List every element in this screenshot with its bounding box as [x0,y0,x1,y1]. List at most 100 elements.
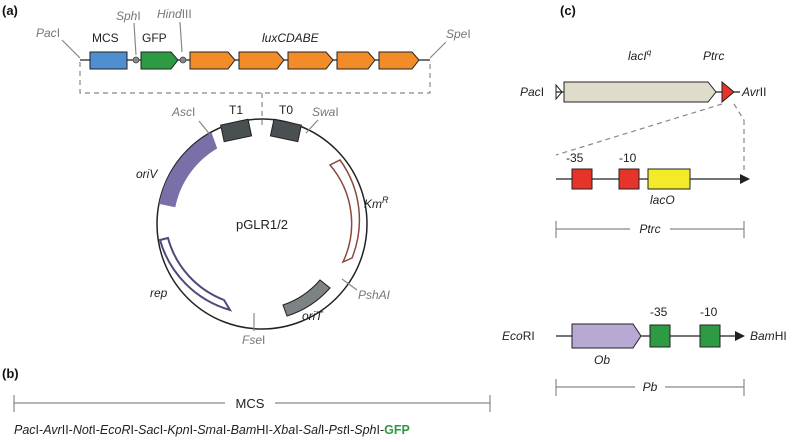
mcs-site-11-italic: Sph [354,423,376,437]
lux-label: luxCDABE [262,31,320,45]
ptrc-top-label: Ptrc [703,49,724,63]
mcs-site-0-suffix: I- [36,423,44,437]
luxa-arrow [287,51,334,70]
orit-segment [282,279,331,317]
mcs-site-7-suffix: HI- [256,423,273,437]
laciq-arrow [563,81,717,103]
lux-operon [189,51,420,70]
pb-bracket-label: Pb [643,380,658,394]
oriv-label: oriV [136,167,158,181]
ob-label: Ob [594,353,610,367]
luxc-arrow [189,51,236,70]
t1-label: T1 [229,103,243,117]
mcs-site-1-italic: Avr [42,423,62,437]
pb-m10-box [699,324,721,348]
rep-label: rep [150,286,168,300]
mcs-gfp: GFP [384,423,410,437]
mcs-bracket-label: MCS [236,396,265,411]
zoom-line-left [555,103,723,156]
site-fsei-label: FseI [242,333,265,347]
ptrc-m35-label: -35 [566,151,584,165]
panel-b-label: (b) [2,366,19,381]
ptrc-m10-label: -10 [619,151,637,165]
site-asci-label: AscI [171,105,195,119]
site-hindiii-dot [179,56,187,64]
pb-m35-label: -35 [650,305,668,319]
pb-m35-box [649,324,671,348]
site-swai-tick [305,119,319,134]
mcs-site-3-italic: EcoR [100,423,131,437]
ob-arrow [571,323,642,349]
pb-m10-label: -10 [700,305,718,319]
mcs-site-6-italic: Sma [197,423,223,437]
mcs-site-1-suffix: II- [62,423,73,437]
mcs-site-5-italic: Kpn [167,423,189,437]
mcs-site-4-suffix: I- [160,423,168,437]
plasmid-name: pGLR1/2 [236,217,288,232]
mcs-site-9-suffix: I- [321,423,329,437]
mcs-site-8-suffix: I- [295,423,303,437]
plasmid-circle [156,118,368,330]
mcs-sequence: PacI-AvrII-NotI-EcoRI-SacI-KpnI-SmaI-Bam… [14,423,410,437]
orit-label: oriT [302,309,324,323]
luxe-arrow [378,51,420,70]
gfp-arrow [140,51,179,70]
ptrc-arrow [721,80,735,104]
ptrc-bracket-label: Ptrc [639,222,660,236]
bamhi-label: BamHI [750,329,787,343]
t0-label: T0 [279,103,293,117]
laco-label: lacO [650,193,675,207]
site-spei-label: SpeI [446,27,471,41]
paci-label-c: PacI [520,85,544,99]
pb-bracket-label-bg [635,379,665,395]
pb-arrowhead [735,331,745,341]
t0-terminator [269,118,302,143]
mcs-site-6-suffix: I- [223,423,231,437]
ptrc-detail-arrowhead [740,174,750,184]
avrii-label: AvrII [741,85,766,99]
ptrc-m10-box [618,168,640,190]
site-sphi-tick [133,22,137,56]
site-sphi-label: SphI [116,9,141,23]
mcs-site-2-suffix: I- [92,423,100,437]
laco-box [647,168,691,190]
site-hindiii-label: HindIII [157,7,192,21]
kmr-label: KmR [364,195,389,211]
mcs-site-7-italic: Bam [231,423,257,437]
ptrc-bracket-label-bg [630,221,670,237]
mcs-site-11-suffix: I- [377,423,385,437]
site-hindiii-tick [179,21,183,53]
mcs-site-2-italic: Not [73,423,93,437]
ecori-label: EcoRI [502,329,535,343]
site-sphi-dot [132,56,140,64]
mcs-site-3-suffix: I- [131,423,139,437]
rep-gene [158,236,233,312]
luxb-arrow [336,51,376,70]
mcs-box [89,51,128,70]
site-spei-tick [429,41,447,59]
zoom-line-right-top [733,103,745,121]
mcs-site-10-italic: Pst [329,423,348,437]
mcs-site-5-suffix: I- [190,423,198,437]
panel-c-label: (c) [560,3,576,18]
site-swai-label: SwaI [312,105,339,119]
mcs-site-0-italic: Pac [14,423,36,437]
site-paci-tick [61,39,81,59]
mcs-site-4-italic: Sac [138,423,160,437]
site-paci-label: PacI [36,26,60,40]
mcs-site-8-italic: Xba [272,423,295,437]
panel-a-label: (a) [2,3,18,18]
site-pshai-label: PshAI [358,288,391,302]
insert-connector-box [79,62,431,94]
mcs-label: MCS [92,31,119,45]
mcs-site-9-italic: Sal [303,423,322,437]
kmr-gene [328,159,361,264]
mcs-label-bg [225,395,275,411]
site-pshai-tick [341,278,358,291]
gfp-label: GFP [142,31,167,45]
laciq-label: lacIq [628,48,652,63]
luxd-arrow [238,51,285,70]
t1-terminator [220,118,253,143]
ptrc-m35-box [571,168,593,190]
